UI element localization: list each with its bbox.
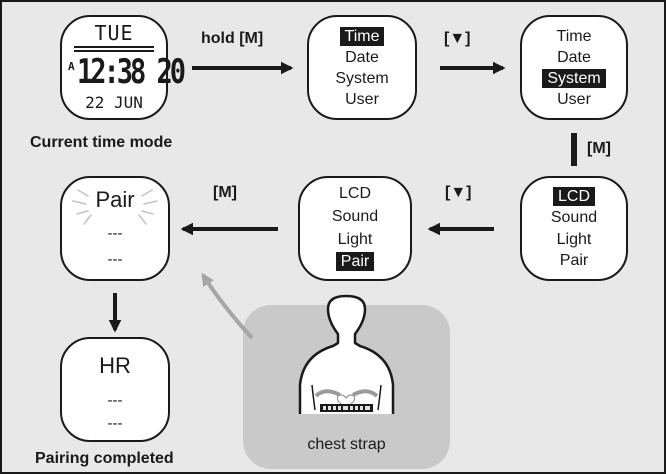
- menu-item-date: Date: [557, 49, 591, 66]
- clock-am-indicator: A: [68, 60, 75, 73]
- menu-item-lcd: LCD: [522, 187, 626, 207]
- watch-screen-main-menu-time: Time Date System User: [307, 15, 417, 120]
- chest-strap-icon: [298, 294, 395, 414]
- pair-line-2: ---: [107, 251, 123, 268]
- watch-screen-clock: TUE A 12:38 20 22 JUN: [60, 15, 186, 120]
- hr-title: HR: [99, 353, 131, 378]
- label-m-key-2: [M]: [213, 184, 237, 201]
- label-pairing-completed: Pairing completed: [35, 450, 174, 467]
- arrow-strap-to-watch: [201, 272, 254, 340]
- pair-line-1: ---: [107, 225, 123, 242]
- label-chest-strap: chest strap: [307, 436, 386, 453]
- clock-day: TUE: [94, 21, 134, 45]
- blink-rays-icon: [72, 189, 158, 225]
- menu-item-sound: Sound: [550, 209, 598, 226]
- label-m-key-1: [M]: [587, 140, 611, 157]
- label-down-key-2: [▼]: [445, 184, 472, 201]
- menu-item-time: Time: [556, 28, 592, 45]
- clock-date: 22 JUN: [85, 93, 143, 112]
- hr-line-2: ---: [107, 415, 123, 432]
- watch-screen-hr: HR --- ---: [60, 337, 170, 442]
- clock-time: 12:38 20: [77, 53, 186, 92]
- menu-item-user: User: [345, 91, 379, 108]
- menu-item-system: System: [335, 70, 389, 87]
- menu-item-pair: Pair: [559, 252, 589, 269]
- menu-item-date: Date: [345, 49, 379, 66]
- label-hold-m: hold [M]: [201, 30, 264, 47]
- hr-line-1: ---: [107, 392, 123, 409]
- menu-item-lcd: LCD: [338, 185, 371, 202]
- menu-item-pair: Pair: [300, 252, 410, 272]
- label-down-key-1: [▼]: [444, 30, 471, 47]
- label-current-time-mode: Current time mode: [30, 134, 173, 151]
- menu-item-time: Time: [309, 27, 415, 47]
- watch-screen-system-menu-lcd: LCD Sound Light Pair: [520, 176, 628, 281]
- watch-screen-main-menu-system: Time Date System User: [520, 15, 628, 120]
- menu-item-light: Light: [337, 231, 373, 248]
- clock-divider-mid: [74, 50, 154, 52]
- menu-item-user: User: [557, 91, 591, 108]
- menu-item-sound: Sound: [331, 208, 379, 225]
- pair-title: Pair: [95, 187, 135, 212]
- watch-screen-system-menu-pair: LCD Sound Light Pair: [298, 176, 412, 281]
- menu-item-system: System: [522, 69, 626, 89]
- menu-item-light: Light: [556, 231, 592, 248]
- watch-screen-pairing: Pair --- ---: [60, 176, 170, 281]
- clock-divider-top: [74, 46, 154, 48]
